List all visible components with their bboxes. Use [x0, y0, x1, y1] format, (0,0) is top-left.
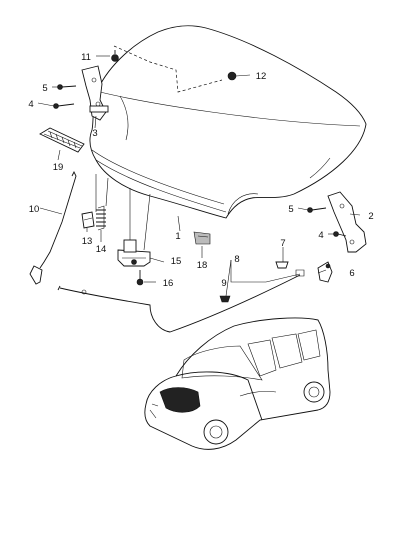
bolts — [53, 84, 347, 237]
callout-2: 2 — [368, 211, 373, 222]
hood-nut — [227, 71, 237, 81]
leader-lines — [37, 55, 361, 297]
callout-5-left: 5 — [42, 83, 47, 94]
hood-prop-rod — [29, 170, 77, 285]
hood-latch-spring — [96, 205, 106, 231]
hood-weatherstrip — [39, 127, 85, 153]
hood-hinge-right — [327, 191, 367, 253]
hood-bumper — [81, 211, 95, 229]
callout-4-right: 4 — [318, 230, 323, 241]
cable-clip — [219, 295, 231, 303]
callout-6: 6 — [349, 268, 354, 279]
callout-18: 18 — [197, 260, 208, 271]
callout-19: 19 — [53, 162, 64, 173]
callout-14: 14 — [96, 244, 107, 255]
retainer-clip — [317, 261, 333, 283]
callout-labels: 1 2 3 4 4 5 5 6 7 8 9 10 11 12 13 14 15 … — [28, 52, 373, 289]
vehicle-illustration — [144, 317, 331, 450]
hood-panel — [89, 25, 367, 219]
hood-latch — [117, 239, 151, 267]
callout-3: 3 — [92, 128, 97, 139]
latch-bolt — [136, 270, 144, 286]
callout-4-left: 4 — [28, 99, 33, 110]
hood-screw — [111, 50, 119, 62]
callout-7: 7 — [280, 238, 285, 249]
callout-16: 16 — [163, 278, 174, 289]
callout-12: 12 — [256, 71, 267, 82]
callout-15: 15 — [171, 256, 182, 267]
hood-hinge-left — [81, 65, 109, 121]
callout-1: 1 — [175, 231, 180, 242]
callout-10: 10 — [29, 204, 40, 215]
grommet — [275, 261, 289, 269]
callout-13: 13 — [82, 236, 93, 247]
callout-11: 11 — [81, 52, 91, 63]
release-handle — [193, 231, 211, 245]
callout-9: 9 — [221, 278, 226, 289]
release-cable — [57, 269, 305, 333]
callout-5-right: 5 — [288, 204, 293, 215]
callout-8: 8 — [234, 254, 239, 265]
